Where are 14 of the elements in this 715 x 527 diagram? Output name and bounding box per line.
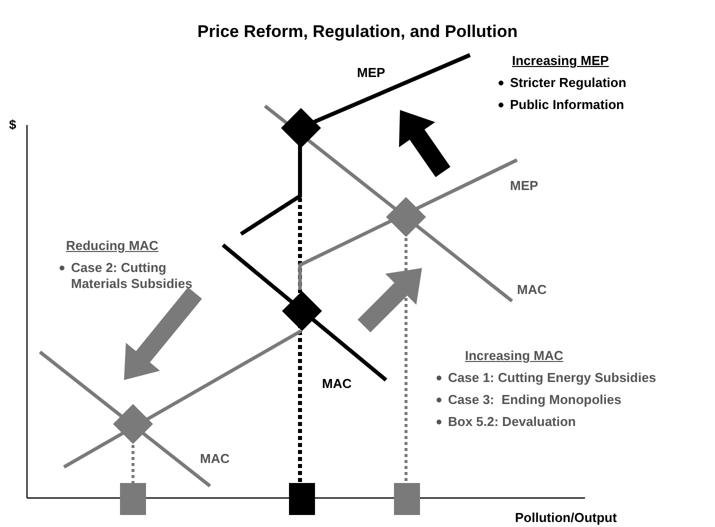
section-heading: Increasing MEP bbox=[512, 53, 609, 69]
chart-title: Price Reform, Regulation, and Pollution bbox=[196, 22, 519, 42]
list-item: Stricter Regulation bbox=[497, 75, 626, 91]
axis-label: $ bbox=[9, 117, 16, 133]
curve-label: MAC bbox=[200, 451, 230, 467]
section-heading: Increasing MAC bbox=[465, 348, 564, 364]
curve-label: MAC bbox=[517, 282, 547, 298]
axis-label: Pollution/Output bbox=[515, 510, 617, 526]
curve-label: MEP bbox=[357, 65, 386, 81]
curve-label: MEP bbox=[510, 178, 538, 194]
curve-label: MAC bbox=[322, 376, 352, 392]
list-item: Case 1: Cutting Energy Subsidies bbox=[435, 370, 656, 386]
list-item: Case 3: Ending Monopolies bbox=[435, 392, 622, 408]
section-heading: Reducing MAC bbox=[66, 238, 158, 254]
